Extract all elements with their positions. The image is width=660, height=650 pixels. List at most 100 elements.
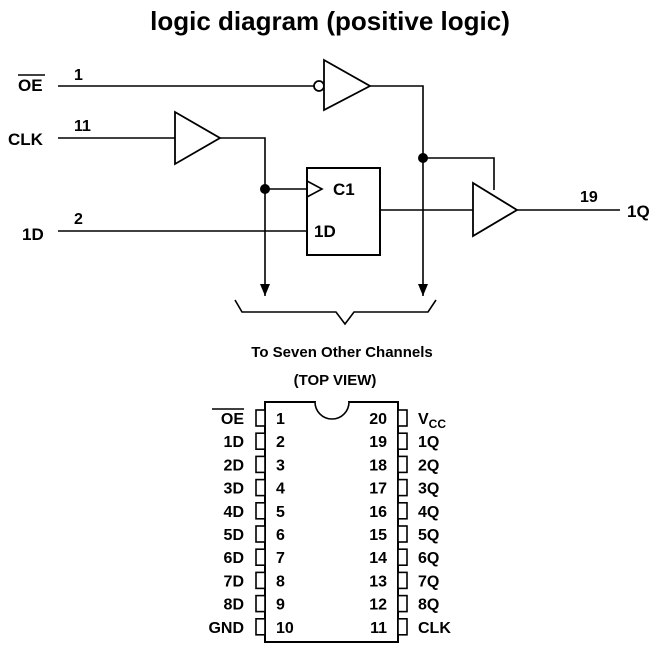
right-pin-number: 15 xyxy=(369,527,387,544)
right-pin-number: 20 xyxy=(369,411,387,428)
oe-buffer xyxy=(323,58,372,112)
right-pin-number: 17 xyxy=(369,481,387,498)
q-pin-number: 19 xyxy=(580,189,598,206)
right-pin-number: 19 xyxy=(369,434,387,451)
d-label: 1D xyxy=(22,225,44,244)
left-pin-number: 3 xyxy=(276,457,285,474)
right-pin-label: 4Q xyxy=(418,504,439,521)
channels-brace xyxy=(234,299,437,326)
pin-lead xyxy=(255,571,266,590)
pin-lead xyxy=(255,548,266,567)
left-pin-number: 8 xyxy=(276,573,285,590)
right-pin-number: 13 xyxy=(369,573,387,590)
pin-lead xyxy=(397,571,408,590)
right-pin-label: 6Q xyxy=(418,550,439,567)
right-pin-label: 7Q xyxy=(418,573,439,590)
left-pin-name: 1D xyxy=(224,434,244,451)
clk-pin-number: 11 xyxy=(74,118,91,135)
right-pin-number: 11 xyxy=(370,620,387,637)
ff-data-label: 1D xyxy=(314,222,336,241)
pin-lead xyxy=(397,455,408,474)
right-pin-label: CLK xyxy=(418,620,451,637)
pin-lead xyxy=(397,617,408,636)
pin-lead xyxy=(255,455,266,474)
package-notch xyxy=(314,401,350,420)
d-pin-number: 2 xyxy=(74,211,83,228)
left-pin-number: 2 xyxy=(276,434,285,451)
top-view-label: (TOP VIEW) xyxy=(294,372,377,389)
left-pin-number: 9 xyxy=(276,597,285,614)
clk-down-arrow xyxy=(260,284,270,296)
left-pin-name: GND xyxy=(208,620,244,637)
ff-clock-label: C1 xyxy=(333,180,355,199)
left-pin-name: 4D xyxy=(224,504,244,521)
channels-caption: To Seven Other Channels xyxy=(251,344,432,361)
pin-lead xyxy=(397,478,408,497)
right-pin-label: V xyxy=(418,411,429,428)
pin-lead xyxy=(397,501,408,520)
right-pin-name: 3Q xyxy=(418,481,439,498)
pin-subscript: CC xyxy=(429,417,447,431)
package-body xyxy=(264,401,399,643)
output-buffer xyxy=(472,181,519,238)
left-pin-name: 2D xyxy=(224,457,244,474)
pin-lead xyxy=(255,617,266,636)
pin-lead xyxy=(397,594,408,613)
left-pin-number: 5 xyxy=(276,504,285,521)
pin-lead xyxy=(397,432,408,451)
oe-label: OE xyxy=(18,76,43,95)
left-pin-number: 4 xyxy=(276,481,285,498)
left-pin-name: 8D xyxy=(224,597,244,614)
right-pin-label: 5Q xyxy=(418,527,439,544)
right-pin-name: 2Q xyxy=(418,457,439,474)
right-pin-name: 1Q xyxy=(418,434,439,451)
right-pin-number: 12 xyxy=(369,597,387,614)
clk-buffered-wire xyxy=(220,137,266,296)
clock-edge-symbol xyxy=(306,180,324,198)
right-pin-label: 1Q xyxy=(418,434,439,451)
q-label: 1Q xyxy=(627,202,650,221)
right-pin-name: 8Q xyxy=(418,597,439,614)
pin-lead xyxy=(255,501,266,520)
right-pin-label: 3Q xyxy=(418,481,439,498)
right-pin-name: CLK xyxy=(418,620,451,637)
left-pin-number: 6 xyxy=(276,527,285,544)
pin-lead xyxy=(255,478,266,497)
pin-lead xyxy=(255,432,266,451)
clk-buffer xyxy=(174,110,222,166)
left-pin-name: OE xyxy=(221,411,244,428)
pin-lead xyxy=(255,525,266,543)
flip-flop-box xyxy=(306,167,381,256)
oe-inverter-bubble xyxy=(313,80,325,92)
pin-lead xyxy=(255,594,266,613)
left-pin-number: 10 xyxy=(276,620,294,637)
left-pin-name: 6D xyxy=(224,550,244,567)
right-pin-name: 4Q xyxy=(418,504,439,521)
right-pin-name: 5Q xyxy=(418,527,439,544)
right-pin-number: 18 xyxy=(369,457,387,474)
page-title: logic diagram (positive logic) xyxy=(150,6,510,36)
clk-label: CLK xyxy=(8,130,44,149)
right-pin-number: 14 xyxy=(369,550,387,567)
pin-lead xyxy=(397,548,408,567)
left-pin-number: 1 xyxy=(276,411,285,428)
right-pin-group: 20 VCC 19 1Q 18 2Q 17 3Q 16 4Q 15 5Q 14 6Q 13 7Q 12 8Q 11 C… xyxy=(369,409,451,637)
left-pin-name: 5D xyxy=(224,527,244,544)
pin-lead xyxy=(255,409,266,427)
left-pin-number: 7 xyxy=(276,550,285,567)
left-pin-name: 7D xyxy=(224,573,244,590)
right-pin-label: 2Q xyxy=(418,457,439,474)
left-pin-name: 3D xyxy=(224,481,244,498)
oe-enable-wire xyxy=(370,85,424,296)
pin-lead xyxy=(397,525,408,543)
right-pin-name: 7Q xyxy=(418,573,439,590)
right-pin-name: 6Q xyxy=(418,550,439,567)
enable-to-output-wire xyxy=(423,157,495,190)
right-pin-name: VCC xyxy=(418,411,446,431)
oe-down-arrow xyxy=(418,284,428,296)
right-pin-number: 16 xyxy=(369,504,387,521)
oe-pin-number: 1 xyxy=(74,67,83,84)
pin-lead xyxy=(397,409,408,427)
